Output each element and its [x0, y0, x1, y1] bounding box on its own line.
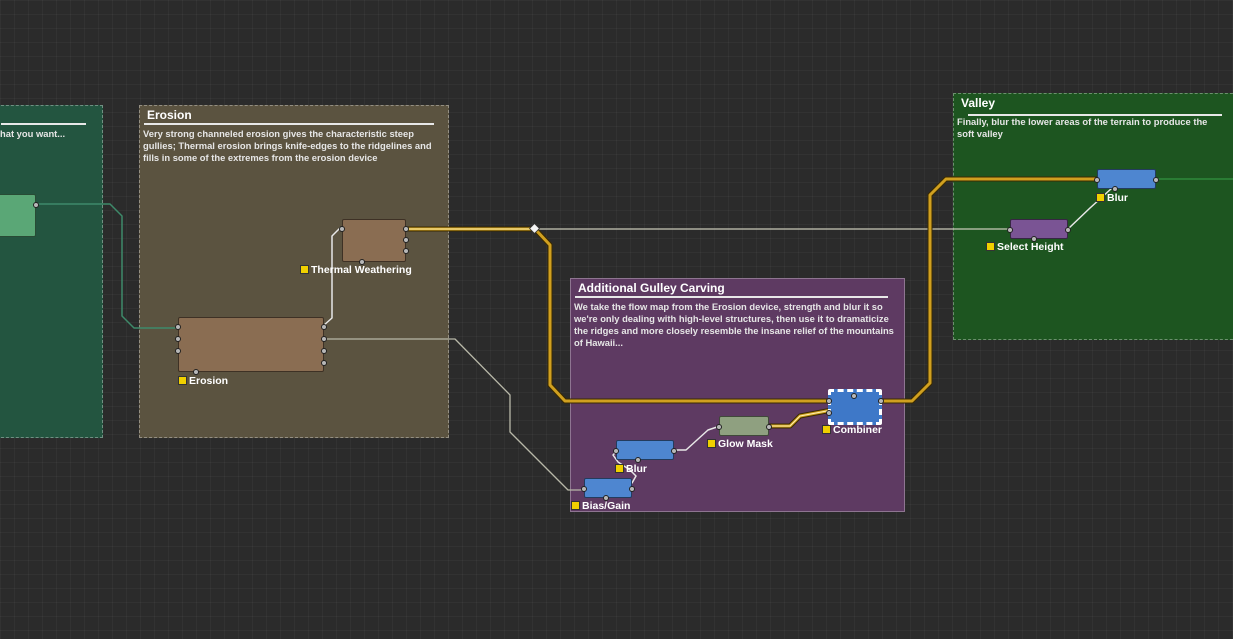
node-label-select-height: Select Height: [986, 241, 1064, 253]
wire-selected-thermal-to-combiner: [402, 226, 835, 404]
group-erosion[interactable]: Erosion Very strong channeled erosion gi…: [139, 105, 449, 438]
node-label-thermal-weathering: Thermal Weathering: [300, 264, 412, 276]
preview-toggle-icon[interactable]: [571, 501, 580, 510]
group-description: hat you want...: [0, 128, 66, 139]
node-thermal-weathering[interactable]: [339, 219, 409, 265]
output-port[interactable]: [403, 226, 409, 232]
group-title: Additional Gulley Carving: [578, 281, 725, 295]
group-rule: [1, 123, 86, 125]
wire-biasgain-to-blur: [612, 449, 637, 484]
output-port[interactable]: [403, 237, 409, 243]
group-rule: [575, 296, 888, 298]
input-port[interactable]: [1007, 227, 1013, 233]
preview-toggle-icon[interactable]: [300, 265, 309, 274]
input-port[interactable]: [339, 226, 345, 232]
output-port[interactable]: [321, 324, 327, 330]
node-glow-mask[interactable]: [716, 416, 772, 436]
input-port[interactable]: [1094, 177, 1100, 183]
input-port[interactable]: [175, 348, 181, 354]
input-port[interactable]: [175, 324, 181, 330]
group-left[interactable]: hat you want...: [0, 105, 103, 438]
node-blur-valley[interactable]: [1094, 169, 1159, 192]
preview-toggle-icon[interactable]: [1096, 193, 1105, 202]
output-port[interactable]: [1153, 177, 1159, 183]
preview-toggle-icon[interactable]: [615, 464, 624, 473]
input-port[interactable]: [716, 424, 722, 430]
output-port[interactable]: [878, 398, 884, 404]
group-description: Very strong channeled erosion gives the …: [143, 128, 432, 163]
node-select-height[interactable]: [1007, 219, 1071, 242]
node-label-blur-gulley: Blur: [615, 463, 647, 475]
wire-erosion-to-thermal: [322, 227, 344, 327]
group-title: Erosion: [147, 108, 192, 122]
mask-port[interactable]: [851, 393, 857, 399]
node-combiner-selected[interactable]: [826, 389, 884, 425]
output-port[interactable]: [321, 348, 327, 354]
output-port[interactable]: [33, 202, 39, 208]
group-description: We take the flow map from the Erosion de…: [574, 301, 894, 348]
wire-left-to-erosion: [35, 203, 179, 329]
output-port[interactable]: [403, 248, 409, 254]
preview-toggle-icon[interactable]: [178, 376, 187, 385]
group-title: Valley: [961, 96, 996, 110]
preview-toggle-icon[interactable]: [822, 425, 831, 434]
input-port[interactable]: [826, 398, 832, 404]
node-bias-gain[interactable]: [581, 478, 635, 501]
mask-port[interactable]: [1031, 236, 1037, 242]
output-port[interactable]: [766, 424, 772, 430]
group-valley[interactable]: Valley Finally, blur the lower areas of …: [953, 93, 1233, 340]
preview-toggle-icon[interactable]: [986, 242, 995, 251]
wire-erosion-to-biasgain: [322, 338, 586, 491]
mask-port[interactable]: [193, 369, 199, 375]
mask-port[interactable]: [359, 259, 365, 265]
node-label-erosion: Erosion: [178, 375, 228, 387]
input-port[interactable]: [175, 336, 181, 342]
input-port[interactable]: [581, 486, 587, 492]
node-label-glow-mask: Glow Mask: [707, 438, 773, 450]
node-erosion[interactable]: [175, 317, 327, 375]
output-port[interactable]: [321, 360, 327, 366]
mask-port[interactable]: [1112, 186, 1118, 192]
input-port[interactable]: [826, 410, 832, 416]
node-label-combiner: Combiner: [822, 424, 882, 436]
reroute-point: [529, 223, 540, 234]
output-port[interactable]: [321, 336, 327, 342]
mask-port[interactable]: [603, 495, 609, 501]
group-rule: [144, 123, 434, 125]
wire-blur-to-glowmask: [672, 425, 721, 451]
node-label-blur-valley: Blur: [1096, 192, 1128, 204]
output-port[interactable]: [1065, 227, 1071, 233]
group-rule: [968, 114, 1222, 116]
node-left-partial[interactable]: [0, 194, 39, 237]
input-port[interactable]: [613, 448, 619, 454]
group-description: Finally, blur the lower areas of the ter…: [957, 116, 1208, 139]
preview-toggle-icon[interactable]: [707, 439, 716, 448]
node-blur-gulley[interactable]: [613, 440, 677, 463]
wire-selected-combiner-to-blur: [875, 176, 1101, 404]
output-port[interactable]: [671, 448, 677, 454]
output-port[interactable]: [629, 486, 635, 492]
mask-port[interactable]: [635, 457, 641, 463]
node-label-bias-gain: Bias/Gain: [571, 500, 630, 512]
